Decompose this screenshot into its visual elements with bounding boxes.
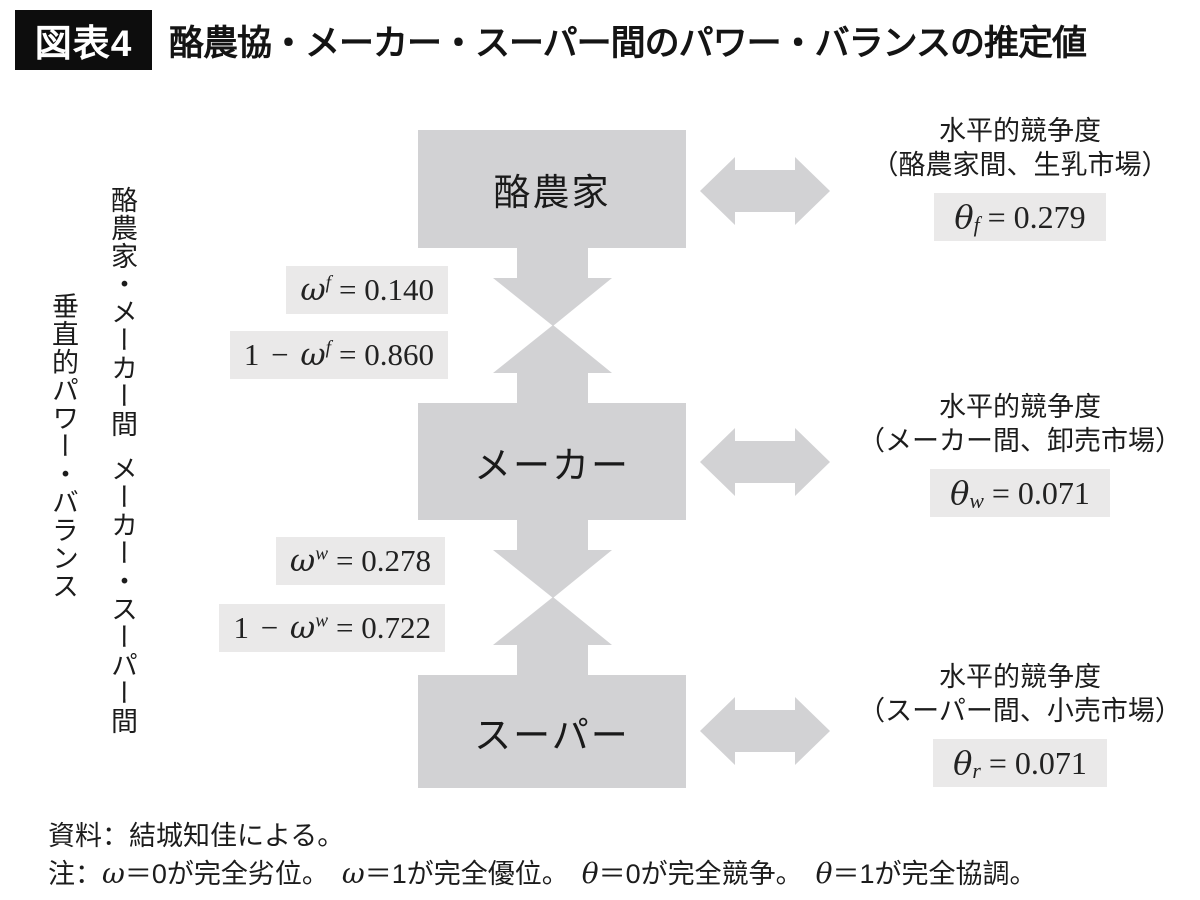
- horizontal-competition-block-maker: 水平的競争度 （メーカー間、卸売市場） θw= 0.071: [845, 390, 1195, 517]
- node-maker-label: メーカー: [474, 444, 630, 486]
- theta-w-value: θw= 0.071: [930, 469, 1110, 517]
- omega-symbol: ω: [341, 857, 365, 890]
- theta-f-value: θf= 0.279: [934, 193, 1106, 241]
- footnote-segment: θ＝0が完全競争。: [581, 857, 803, 890]
- theta-r-value: θr= 0.071: [933, 739, 1107, 787]
- vertical-power-balance-label: 垂直的パワー・バランス: [48, 292, 78, 600]
- omega-symbol: ω: [300, 272, 326, 308]
- figure-number-badge: 図表4: [15, 10, 152, 70]
- block-title: 水平的競争度: [939, 392, 1101, 422]
- omega-symbol: ω: [289, 543, 316, 579]
- footnote-segment: θ＝1が完全協調。: [815, 857, 1037, 890]
- horizontal-competition-block-farmer: 水平的競争度 （酪農家間、生乳市場） θf= 0.279: [845, 114, 1195, 241]
- omega-symbol: ω: [289, 610, 316, 646]
- horizontal-double-arrow-icon: [700, 697, 830, 765]
- figure-header: 図表4 酪農協・メーカー・スーパー間のパワー・バランスの推定値: [15, 10, 1087, 70]
- block-subtitle: （酪農家間、生乳市場）: [871, 150, 1169, 180]
- horizontal-double-arrow-icon: [700, 157, 830, 225]
- node-maker: メーカー: [418, 403, 686, 520]
- node-dairy-farmer: 酪農家: [418, 130, 686, 248]
- source-note: 資料：結城知佳による。: [48, 821, 345, 851]
- block-subtitle: （スーパー間、小売市場）: [858, 696, 1182, 726]
- vertical-double-arrow-icon: [493, 520, 612, 675]
- farmer-maker-interval-label: 酪農家・メーカー間: [107, 186, 137, 438]
- node-supermarket-label: スーパー: [474, 714, 630, 756]
- maker-super-interval-label: メーカー・スーパー間: [107, 455, 137, 735]
- theta-symbol: θ: [581, 857, 599, 890]
- one-minus-omega-w-value: 1 − ωw= 0.722: [219, 604, 445, 652]
- node-supermarket: スーパー: [418, 675, 686, 788]
- omega-f-value: ωf= 0.140: [286, 266, 448, 314]
- theta-symbol: θ: [950, 474, 970, 512]
- block-title: 水平的競争度: [939, 116, 1101, 146]
- omega-symbol: ω: [300, 337, 326, 373]
- footnote-segment: ω＝0が完全劣位。: [102, 857, 329, 890]
- block-subtitle: （メーカー間、卸売市場）: [858, 426, 1182, 456]
- vertical-double-arrow-icon: [493, 248, 612, 403]
- figure-title: 酪農協・メーカー・スーパー間のパワー・バランスの推定値: [169, 23, 1087, 63]
- node-dairy-farmer-label: 酪農家: [493, 172, 611, 213]
- horizontal-competition-block-super: 水平的競争度 （スーパー間、小売市場） θr= 0.071: [845, 660, 1195, 787]
- one-minus-omega-f-value: 1 − ωf= 0.860: [229, 331, 448, 379]
- block-title: 水平的競争度: [939, 662, 1101, 692]
- horizontal-double-arrow-icon: [700, 428, 830, 496]
- omega-w-value: ωw= 0.278: [275, 537, 445, 585]
- omega-symbol: ω: [102, 857, 125, 890]
- footnote-prefix: 注：: [48, 859, 102, 889]
- footnote-segment: ω＝1が完全優位。: [341, 857, 569, 890]
- theta-symbol: θ: [953, 744, 973, 782]
- footnote: 注：ω＝0が完全劣位。 ω＝1が完全優位。 θ＝0が完全競争。 θ＝1が完全協調。: [48, 852, 1050, 891]
- theta-symbol: θ: [815, 857, 833, 890]
- theta-symbol: θ: [954, 198, 974, 236]
